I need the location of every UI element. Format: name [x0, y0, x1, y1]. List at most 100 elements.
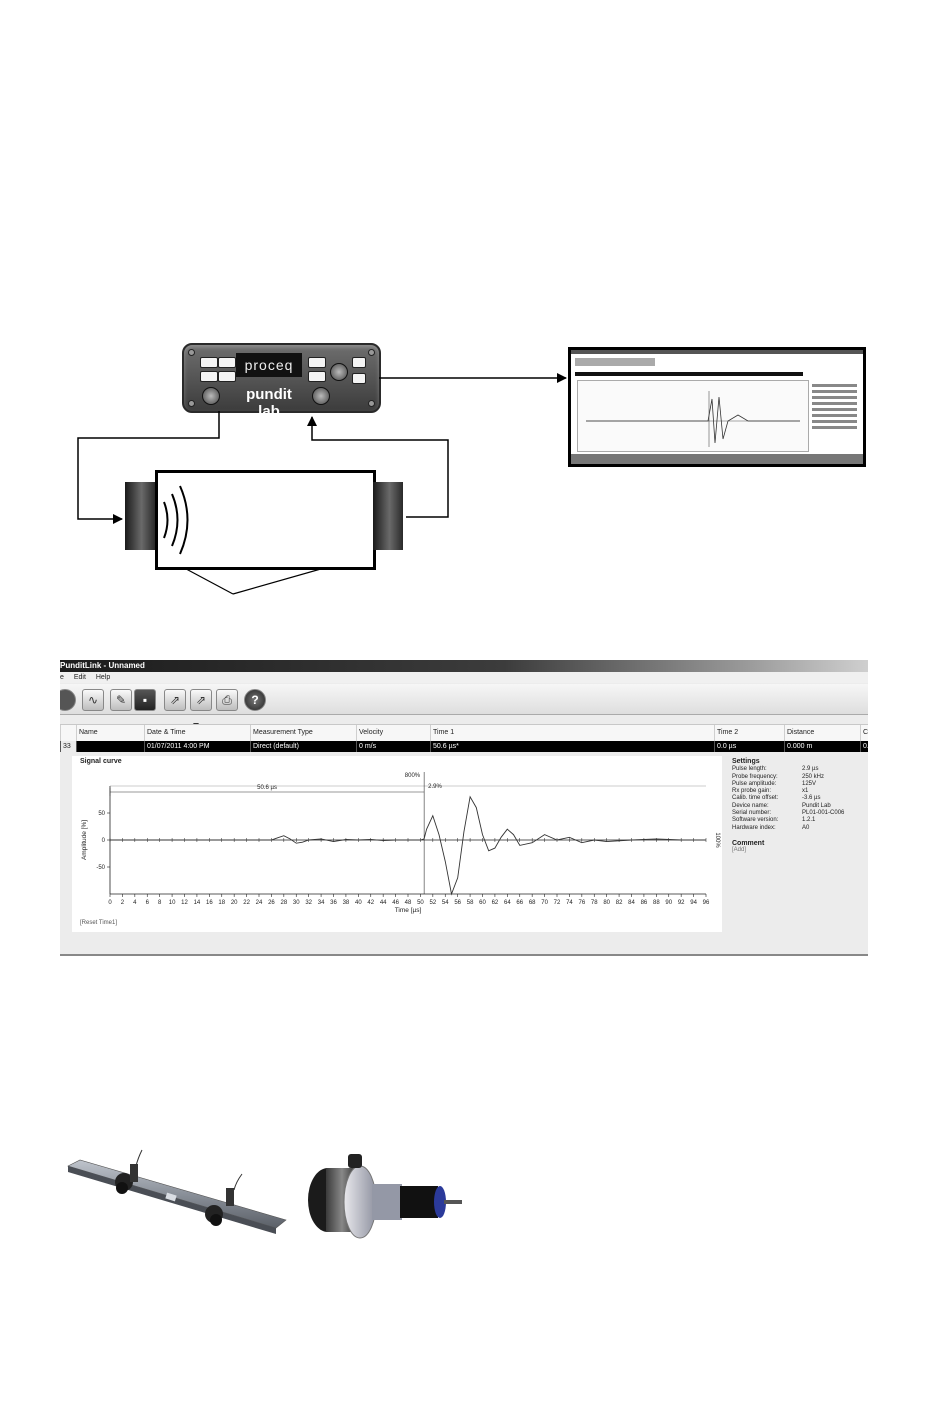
x-tick-label: 72 [554, 900, 561, 906]
x-tick-label: 50 [417, 900, 424, 906]
x-tick-label: 44 [380, 900, 387, 906]
menu-bar: e Edit Help [60, 672, 868, 683]
threshold-label: 2.9% [428, 784, 442, 790]
tx-connector-icon [202, 387, 220, 405]
computer-screen-thumbnail [568, 347, 866, 467]
export-icon[interactable]: ⇗ [164, 689, 186, 711]
x-tick-label: 82 [616, 900, 623, 906]
print-icon[interactable]: ⎙ [216, 689, 238, 711]
pundit-lab-device: proceq pundit lab [182, 343, 381, 420]
x-tick-label: 94 [690, 900, 697, 906]
device-display: proceq [236, 353, 302, 377]
transmitter-transducer [125, 482, 155, 550]
col-time1[interactable]: Time 1 [430, 725, 714, 741]
settings-row: Hardware index:A0 [732, 824, 810, 831]
right-gain-label: 100% [714, 832, 720, 848]
x-tick-label: 80 [603, 900, 610, 906]
y-tick-label: -50 [96, 865, 105, 871]
x-tick-label: 22 [243, 900, 250, 906]
x-tick-label: 68 [529, 900, 536, 906]
x-tick-label: 46 [392, 900, 399, 906]
tx-cable [77, 411, 220, 524]
x-tick-label: 34 [318, 900, 325, 906]
toolbar: ∿ ✎ ▪ ⇗ ⇗ ⎙ ? [60, 684, 868, 715]
col-distance[interactable]: Distance [784, 725, 860, 741]
x-tick-label: 6 [146, 900, 150, 906]
x-tick-label: 42 [367, 900, 374, 906]
transducer-photo [308, 1154, 462, 1239]
x-tick-label: 62 [492, 900, 499, 906]
settings-row: Serial number:PL01-001-C006 [732, 810, 845, 817]
x-tick-label: 30 [293, 900, 300, 906]
cell-time1: 50.6 µs* [430, 741, 714, 752]
x-tick-label: 32 [305, 900, 312, 906]
x-tick-label: 60 [479, 900, 486, 906]
cell-c: 0. [860, 741, 868, 752]
x-tick-label: 2 [121, 900, 125, 906]
x-tick-label: 28 [280, 900, 287, 906]
menu-help[interactable]: Help [95, 674, 111, 681]
settings-row: Device name:Pundit Lab [732, 802, 831, 809]
waveform-icon[interactable]: ∿ [82, 689, 104, 711]
col-name[interactable]: Name [76, 725, 144, 741]
screw-icon [368, 349, 375, 356]
menu-edit[interactable]: Edit [73, 674, 86, 681]
x-tick-label: 64 [504, 900, 511, 906]
settings-row: Software version:1.2.1 [732, 817, 816, 824]
x-tick-label: 14 [194, 900, 201, 906]
signal-curve-title: Signal curve [80, 758, 122, 765]
x-tick-label: 12 [181, 900, 188, 906]
x-tick-label: 66 [516, 900, 523, 906]
device-key [352, 357, 366, 368]
comment-add-link[interactable]: [Add] [732, 847, 747, 854]
x-tick-label: 56 [454, 900, 461, 906]
col-date-time[interactable]: Date & Time [144, 725, 250, 741]
x-tick-label: 52 [429, 900, 436, 906]
time1-measure-label: 50.6 µs [257, 785, 277, 791]
open-icon[interactable]: ✎ [110, 689, 132, 711]
x-tick-label: 84 [628, 900, 635, 906]
x-tick-label: 54 [442, 900, 449, 906]
x-tick-label: 8 [158, 900, 162, 906]
cell-date-time: 01/07/2011 4:00 PM [144, 741, 250, 752]
col-measurement-type[interactable]: Measurement Type [250, 725, 356, 741]
y-axis-label: Amplitude [%] [81, 820, 88, 860]
x-tick-label: 70 [541, 900, 548, 906]
y-tick-label: 0 [102, 838, 106, 844]
settings-row: Rx probe gain:x1 [732, 788, 809, 795]
x-tick-label: 76 [578, 900, 585, 906]
export-image-icon[interactable]: ⇗ [190, 689, 212, 711]
device-key [218, 371, 236, 382]
table-row[interactable]: 33 01/07/2011 4:00 PM Direct (default) 0… [60, 741, 868, 752]
x-tick-label: 18 [218, 900, 225, 906]
help-icon[interactable]: ? [244, 689, 266, 711]
table-header: Name Date & Time Measurement Type Veloci… [60, 724, 868, 742]
device-brand: pundit lab [246, 386, 292, 420]
x-tick-label: 86 [641, 900, 648, 906]
screw-icon [188, 349, 195, 356]
gain-label: 800% [405, 773, 421, 779]
calibration-rod-photo [67, 1149, 287, 1234]
col-velocity[interactable]: Velocity [356, 725, 430, 741]
menu-file[interactable]: e [60, 674, 64, 681]
x-tick-label: 96 [703, 900, 710, 906]
x-tick-label: 10 [169, 900, 176, 906]
col-time2[interactable]: Time 2 [714, 725, 784, 741]
device-key [218, 357, 236, 368]
reset-time1-link[interactable]: [Reset Time1] [80, 920, 118, 926]
wave-icon [163, 485, 189, 555]
rx-connector-icon [312, 387, 330, 405]
record-icon[interactable] [60, 689, 76, 711]
x-tick-label: 24 [256, 900, 263, 906]
device-key [308, 371, 326, 382]
comment-label: Comment [732, 839, 765, 847]
col-c[interactable]: C [860, 725, 868, 741]
save-icon[interactable]: ▪ [134, 689, 156, 711]
signal-series-line [110, 795, 706, 896]
x-tick-label: 74 [566, 900, 573, 906]
window-title: PunditLink - Unnamed [60, 660, 868, 672]
cell-measurement-type: Direct (default) [250, 741, 356, 752]
device-key [200, 357, 218, 368]
